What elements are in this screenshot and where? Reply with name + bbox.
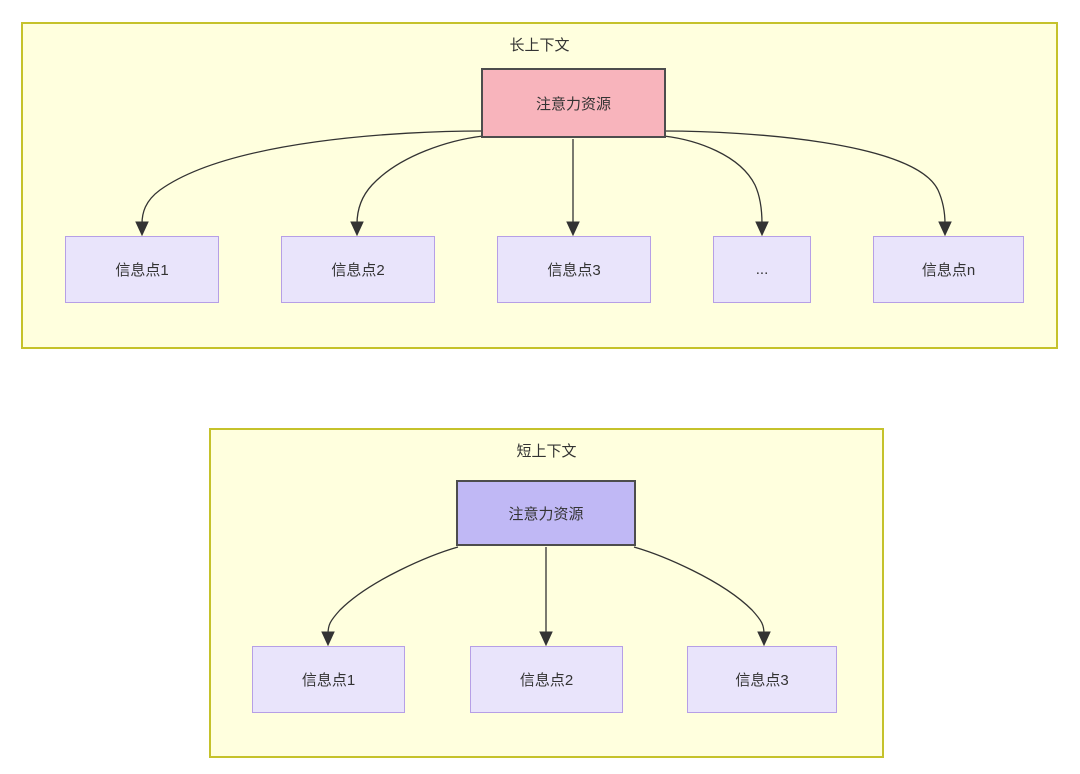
short-context-info-node-1[interactable]: 信息点1 xyxy=(252,646,405,713)
long-context-attention-node[interactable]: 注意力资源 xyxy=(481,68,666,138)
long-context-info-label-1: 信息点1 xyxy=(115,262,169,279)
long-context-info-label-2: 信息点2 xyxy=(331,262,385,279)
long-context-info-node-2[interactable]: 信息点2 xyxy=(281,236,435,303)
long-context-info-node-ellipsis[interactable]: ... xyxy=(713,236,811,303)
short-context-info-node-2[interactable]: 信息点2 xyxy=(470,646,623,713)
long-context-info-label-3: 信息点3 xyxy=(547,262,601,279)
short-context-panel-title: 短上下文 xyxy=(516,443,577,460)
long-context-info-node-3[interactable]: 信息点3 xyxy=(497,236,651,303)
long-context-attention-label: 注意力资源 xyxy=(535,95,611,113)
short-context-info-label-1: 信息点1 xyxy=(301,672,356,689)
short-context-info-node-3[interactable]: 信息点3 xyxy=(687,646,837,713)
short-context-attention-node[interactable]: 注意力资源 xyxy=(456,480,636,546)
short-context-attention-label: 注意力资源 xyxy=(508,505,584,523)
long-context-info-node-n[interactable]: 信息点n xyxy=(873,236,1024,303)
long-context-info-label-ellipsis: ... xyxy=(755,261,769,278)
long-context-info-node-1[interactable]: 信息点1 xyxy=(65,236,219,303)
short-context-info-label-3: 信息点3 xyxy=(735,672,789,689)
long-context-info-label-n: 信息点n xyxy=(921,262,976,279)
short-context-info-label-2: 信息点2 xyxy=(519,672,574,689)
long-context-panel-title: 长上下文 xyxy=(509,37,570,54)
